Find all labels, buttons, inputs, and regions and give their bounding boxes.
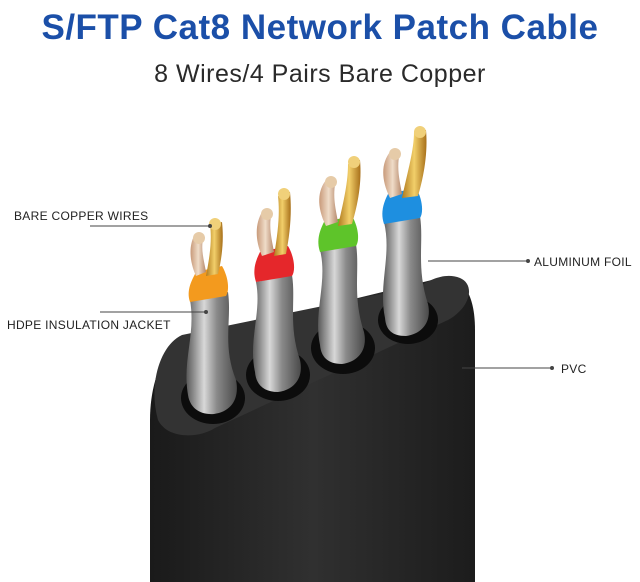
green-pair [318, 156, 365, 364]
foil-shield [186, 292, 237, 415]
callout-pvc: PVC [561, 362, 587, 376]
blue-pair [382, 126, 429, 336]
callout-dot [550, 366, 554, 370]
callout-dot [204, 310, 208, 314]
copper-conductor [402, 130, 427, 198]
copper-conductor [274, 192, 291, 256]
copper-conductor [319, 180, 338, 226]
copper-conductor [206, 222, 223, 276]
page-title: S/FTP Cat8 Network Patch Cable [41, 8, 599, 47]
callout-aluminum-foil: ALUMINUM FOIL [534, 255, 632, 269]
page-subtitle: 8 Wires/4 Pairs Bare Copper [154, 60, 486, 88]
foil-shield [382, 216, 429, 336]
callout-bare-copper-wires: BARE COPPER WIRES [14, 209, 149, 223]
copper-conductor [338, 160, 361, 226]
copper-conductor [383, 152, 402, 198]
callout-dot [208, 224, 212, 228]
copper-conductor [190, 236, 206, 276]
foil-shield [252, 275, 301, 392]
red-pair [252, 188, 301, 392]
callout-dot [526, 259, 530, 263]
callout-hdpe-insulation-jacket: HDPE INSULATION JACKET [7, 318, 171, 332]
foil-shield [318, 244, 365, 364]
orange-pair [186, 218, 237, 415]
orange-insulation [188, 266, 229, 302]
copper-conductor [256, 212, 274, 256]
